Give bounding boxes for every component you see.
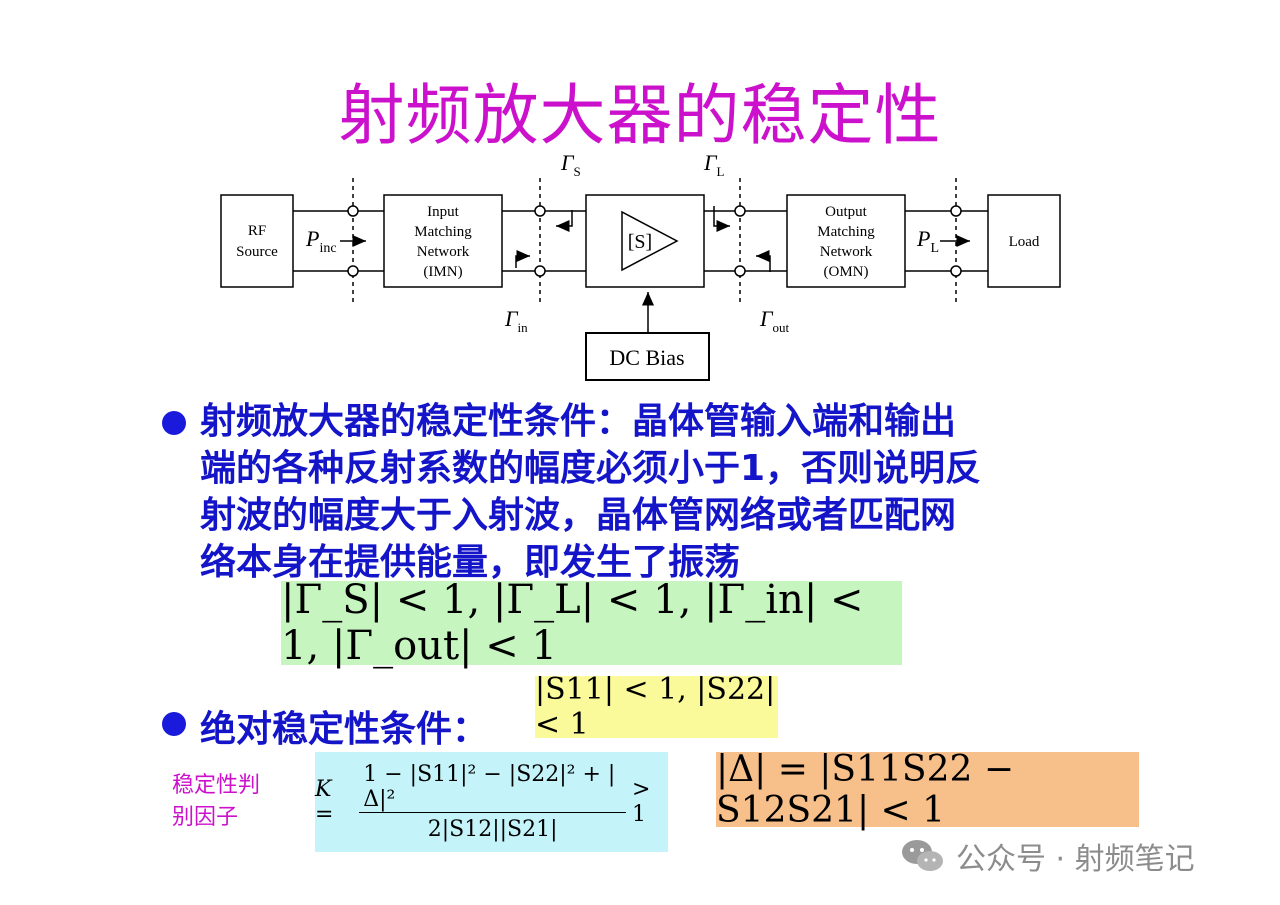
load-label: Load	[1009, 234, 1040, 250]
p-l-sub: L	[930, 241, 939, 256]
rf-source-block	[220, 194, 294, 288]
p-inc-symbol: P	[305, 226, 319, 251]
page-title: 射频放大器的稳定性	[338, 77, 942, 154]
imn-label-3: Network	[417, 244, 470, 260]
stability-paragraph: 射频放大器的稳定性条件：晶体管输入端和输出 端的各种反射系数的幅度必须小于1，否…	[200, 398, 1160, 586]
svg-text:ΓL: ΓL	[703, 150, 725, 179]
wechat-icon	[902, 840, 943, 871]
omn-block	[786, 194, 906, 288]
bullet-icon	[162, 411, 186, 435]
svg-text:Pinc: Pinc	[305, 226, 337, 256]
paragraph-line-3: 射波的幅度大于入射波，晶体管网络或者匹配网	[200, 495, 957, 536]
transistor-label: [S]	[628, 231, 652, 253]
bullet-icon	[162, 712, 186, 736]
delta-formula-text: |Δ| = |S11S22 − S12S21| < 1	[716, 748, 1014, 831]
gamma-out-symbol: Γ	[759, 306, 774, 331]
gamma-out-sub: out	[773, 320, 790, 335]
gamma-in-symbol: Γ	[504, 306, 519, 331]
absolute-stability-formula: |S11| < 1, |S22| < 1	[535, 672, 778, 742]
gamma-l-symbol: Γ	[703, 150, 718, 175]
rf-source-label-2: Source	[236, 244, 278, 260]
imn-label-1: Input	[427, 204, 459, 220]
svg-text:Γin: Γin	[504, 306, 528, 335]
factor-label-line-2: 别因子	[172, 805, 239, 830]
paragraph-line-1: 射频放大器的稳定性条件：晶体管输入端和输出	[200, 401, 957, 442]
load-block	[987, 194, 1061, 288]
omn-label-3: Network	[820, 244, 873, 260]
k-rhs: > 1	[632, 777, 651, 827]
absolute-stability-label: 绝对稳定性条件：	[200, 709, 489, 750]
delta-formula: |Δ| = |S11S22 − S12S21| < 1	[716, 749, 1139, 831]
omn-label-2: Matching	[817, 224, 875, 240]
omn-label-4: (OMN)	[824, 264, 869, 280]
svg-text:PL: PL	[916, 226, 939, 256]
stability-factor-label: 稳定性判 别因子	[172, 770, 260, 834]
transistor-block	[585, 194, 705, 288]
k-denominator: 2|S12||S21|	[427, 817, 558, 842]
factor-label-line-1: 稳定性判	[172, 773, 261, 798]
gamma-l-sub: L	[717, 164, 725, 179]
gamma-s-sub: S	[574, 164, 581, 179]
k-numerator: 1 − |S11|² − |S22|² + |Δ|²	[359, 762, 626, 813]
paragraph-line-2: 端的各种反射系数的幅度必须小于1，否则说明反	[200, 448, 982, 489]
imn-block	[383, 194, 503, 288]
svg-text:ΓS: ΓS	[560, 150, 581, 179]
absolute-formula-text: |S11| < 1, |S22| < 1	[535, 672, 776, 742]
imn-label-2: Matching	[414, 224, 472, 240]
reflection-condition-formula: |Γ_S| < 1, |Γ_L| < 1, |Γ_in| < 1, |Γ_out…	[281, 577, 902, 669]
k-lhs: K =	[315, 777, 334, 827]
rf-source-label-1: RF	[248, 223, 266, 239]
watermark-text: 公众号 · 射频笔记	[956, 842, 1195, 877]
omn-label-1: Output	[825, 204, 868, 220]
gamma-s-symbol: Γ	[560, 150, 575, 175]
svg-text:Γout: Γout	[759, 306, 790, 335]
p-inc-sub: inc	[319, 241, 336, 256]
watermark: 公众号 · 射频笔记	[900, 834, 1195, 878]
amplifier-block-diagram: RF Source Input Matching Network (IMN) O…	[220, 150, 1061, 381]
paragraph-line-4: 络本身在提供能量，即发生了振荡	[200, 542, 741, 583]
gamma-in-sub: in	[518, 320, 529, 335]
imn-label-4: (IMN)	[423, 264, 462, 280]
dc-bias-label: DC Bias	[609, 345, 684, 370]
p-l-symbol: P	[916, 226, 930, 251]
reflection-formula-text: |Γ_S| < 1, |Γ_L| < 1, |Γ_in| < 1, |Γ_out…	[281, 577, 864, 669]
k-factor-formula: K = 1 − |S11|² − |S22|² + |Δ|² 2|S12||S2…	[315, 752, 668, 852]
